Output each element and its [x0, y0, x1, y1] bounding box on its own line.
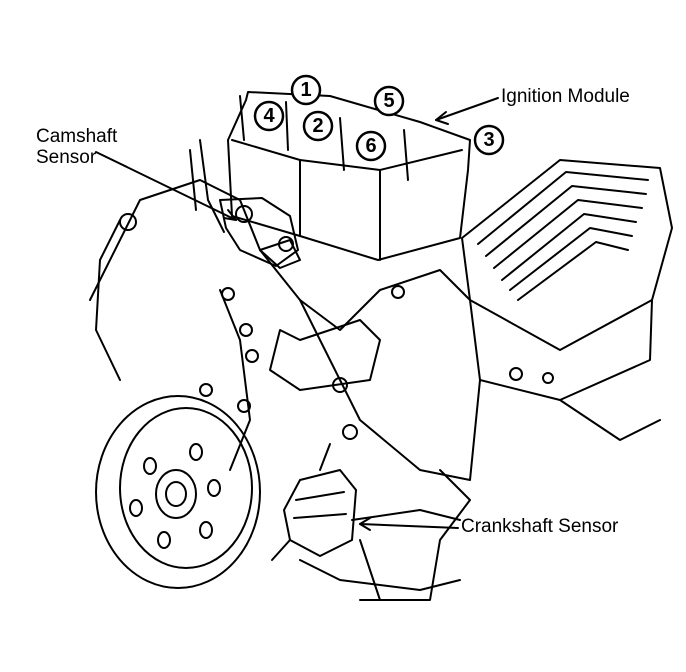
ignition-module-label: Ignition Module [501, 86, 630, 107]
coil-5-marker: 5 [373, 85, 405, 117]
svg-text:3: 3 [483, 129, 494, 151]
valve-cover [461, 159, 673, 441]
camshaft-sensor [189, 139, 299, 267]
camshaft-sensor-label-line1: Camshaft [36, 126, 118, 147]
crankshaft-pulley [95, 395, 261, 589]
coil-4-marker: 4 [253, 100, 285, 132]
svg-text:5: 5 [383, 90, 394, 112]
svg-text:4: 4 [263, 105, 275, 127]
camshaft-sensor-label: Camshaft Sensor [36, 126, 117, 168]
coil-2-marker: 2 [302, 110, 334, 142]
crankshaft-sensor-label: Crankshaft Sensor [461, 516, 619, 537]
svg-text:6: 6 [365, 135, 376, 157]
coil-number-markers: 1 2 3 4 5 6 [253, 74, 505, 162]
camshaft-sensor-label-line2: Sensor [36, 147, 97, 168]
leader-lines [95, 97, 499, 531]
svg-text:1: 1 [300, 79, 311, 101]
coil-6-marker: 6 [355, 130, 387, 162]
svg-text:2: 2 [312, 115, 323, 137]
engine-block [89, 179, 481, 601]
coil-3-marker: 3 [473, 124, 505, 156]
coil-1-marker: 1 [290, 74, 322, 106]
crankshaft-sensor [271, 443, 461, 561]
